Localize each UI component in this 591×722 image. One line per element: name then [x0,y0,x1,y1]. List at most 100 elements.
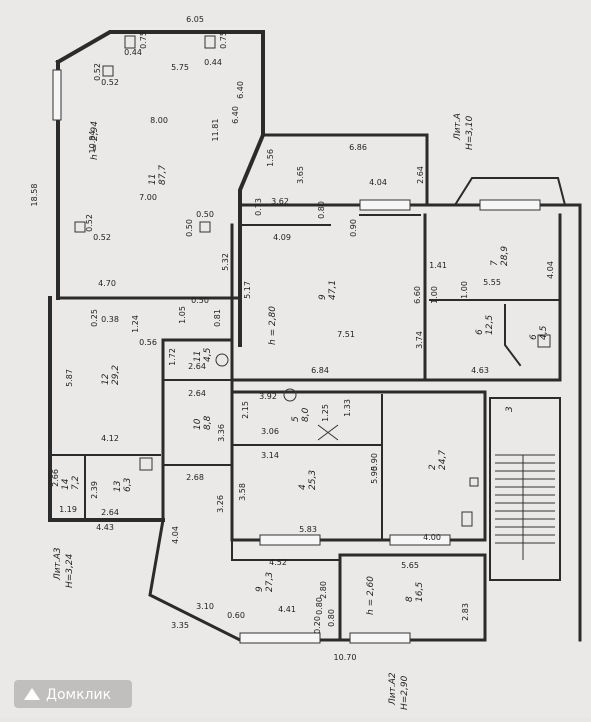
dimension-239: 2.39 [90,481,99,499]
column-1 [124,35,136,49]
dimension-1181: 11.81 [211,119,220,142]
room-label-3: 3 [505,406,515,412]
dimension-400: 4.00 [423,533,441,542]
dimension-409: 4.09 [273,233,291,242]
window-room9b-bottom [239,632,321,644]
floor-labels: Лит.А Н=3,10 Лит.А3 Н=3,24 Лит.А2 Н=2,90 [53,113,475,710]
dimension-326: 3.26 [216,495,225,513]
dimension-374: 3.74 [415,331,424,349]
dimension-686: 6.86 [349,143,367,152]
dimension-075b: 0.75 [219,31,228,49]
sink-icon [537,334,551,348]
room-label-4: 425,3 [298,470,318,490]
dimension-452: 4.52 [269,558,287,567]
dimension-640: 6.40 [236,81,245,99]
room-label-6b: 64,5 [529,325,549,340]
column-4 [74,221,86,233]
height-room9: h = 2,80 [268,306,278,345]
dimension-565: 5.65 [401,561,419,570]
domclick-logo-icon [24,688,40,700]
dimension-362: 3.62 [271,197,289,206]
dimension-052b: 0.52 [101,78,119,87]
dimension-052d: 0.52 [93,233,111,242]
dimension-1084: 10.84 [88,131,97,154]
room-label-11b: 114,5 [193,347,213,362]
dimension-266: 2.66 [51,469,60,487]
room-label-8: 816,5 [405,582,425,602]
dimension-080c: 0.80 [327,609,336,627]
dimension-052a: 0.52 [93,63,102,81]
column-5 [199,221,211,233]
room-label-13: 136,3 [113,477,133,492]
dimension-575: 5.75 [171,63,189,72]
dimension-264b: 2.64 [188,362,206,371]
dimension-044a: 0.44 [124,48,142,57]
room-label-5: 58,0 [291,407,311,422]
dimension-443: 4.43 [96,523,114,532]
dimension-306: 3.06 [261,427,279,436]
dimension-441: 4.41 [278,605,296,614]
room-label-9b: 927,3 [255,572,275,592]
dimension-172: 1.72 [168,348,177,366]
watermark-text: Домклик [46,687,111,703]
dimension-336: 3.36 [217,424,226,442]
fixtures [74,35,551,527]
dimension-587: 5.87 [65,369,74,387]
vent-box [139,457,153,471]
dimension-1858: 18.58 [30,184,39,207]
dimension-532: 5.32 [221,253,230,271]
watermark-bg [14,680,132,708]
dimension-800: 8.00 [150,116,168,125]
dimension-052c: 0.52 [85,214,94,232]
dimension-280: 2.80 [319,581,328,599]
dimension-583: 5.83 [299,525,317,534]
dimension-751: 7.51 [337,330,355,339]
dimension-268: 2.68 [186,473,204,482]
dimension-392: 3.92 [259,392,277,401]
dimension-215: 2.15 [241,401,250,419]
dimension-470: 4.70 [98,279,116,288]
dimension-412: 4.12 [101,434,119,443]
room-label-2: 224,7 [428,450,448,470]
dimension-264d: 2.64 [101,508,119,517]
wall-corridor-west [161,338,234,522]
dimension-640b: 6.40 [231,106,240,124]
dimension-119: 1.19 [59,505,77,514]
dimension-080b: 0.80 [315,597,324,615]
dimension-020: 0.20 [313,616,322,634]
wall-room8 [338,553,487,642]
dimension-141: 1.41 [429,261,447,270]
dimension-660: 6.60 [413,286,422,304]
dimension-081: 0.81 [213,309,222,327]
dimension-1070: 10.70 [334,653,357,662]
dimension-463: 4.63 [471,366,489,375]
dimension-404c: 4.04 [171,526,180,544]
floor-lit-a3: Лит.А3 [53,547,63,581]
dimension-060: 0.60 [227,611,245,620]
dimension-156: 1.56 [266,149,275,167]
floor-lit-a2-height: Н=2,90 [400,675,410,710]
dimension-050c: 0.50 [191,296,209,305]
stair-treads [495,454,555,560]
floor-lit-a: Лит.А [453,113,463,141]
dimension-314: 3.14 [261,451,279,460]
dimension-684: 6.84 [311,366,329,375]
dimension-100b: 1.00 [460,281,469,299]
wall-room6-corner [504,304,522,367]
stair-block [489,397,561,581]
dimension-700: 7.00 [139,193,157,202]
wall-room9b-top [231,539,341,561]
dimension-038: 0.38 [101,315,119,324]
riser-icon [469,477,479,487]
watermark: Домклик [14,680,132,708]
wall-bay-window [453,177,567,207]
window-room4-bottom [259,534,321,546]
dimension-264c: 2.64 [188,389,206,398]
dimension-358: 3.58 [238,483,247,501]
dimension-125: 1.25 [321,404,330,422]
wall-west-lower [48,296,165,522]
wall-corridor-splits [162,379,233,466]
